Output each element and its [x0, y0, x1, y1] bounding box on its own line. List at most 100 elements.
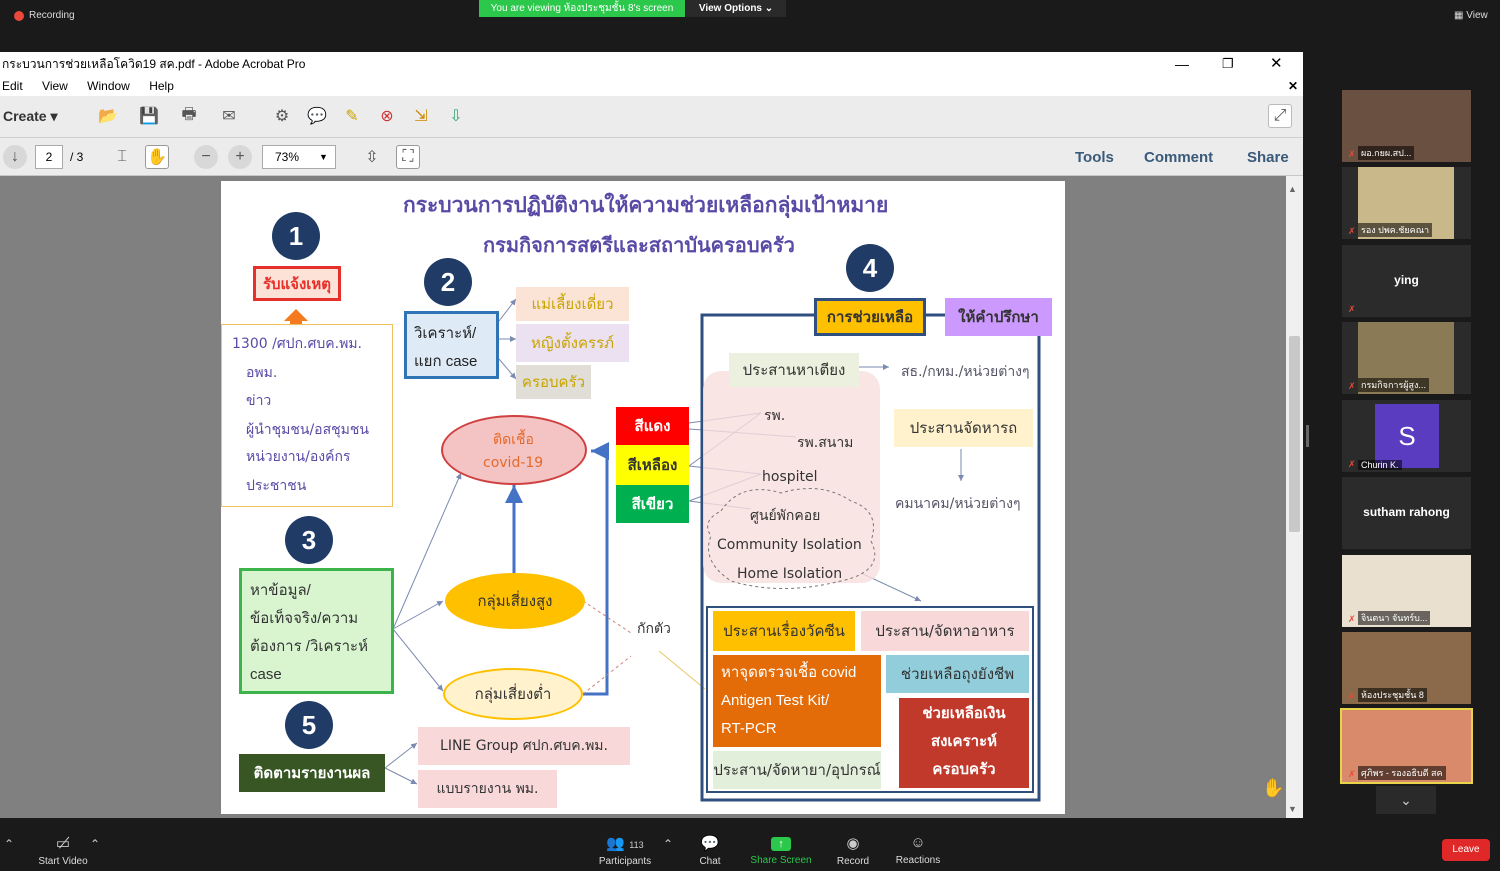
select-cursor-icon[interactable]: ⌶: [117, 148, 127, 165]
participants-caret-icon[interactable]: ⌃: [663, 837, 674, 851]
next-page-icon[interactable]: ↓: [3, 145, 27, 169]
vertical-scrollbar[interactable]: ▲ ▼: [1286, 176, 1303, 818]
page-number-input[interactable]: 2: [35, 145, 63, 169]
video-off-icon: ▭̸: [55, 835, 71, 852]
participants-label: Participants: [598, 856, 652, 867]
source-item: อพม.: [246, 365, 278, 381]
acrobat-window: กระบวนการช่วยเหลือโควิด19 สค.pdf - Adobe…: [0, 52, 1303, 818]
open-folder-icon[interactable]: 📂: [98, 108, 118, 125]
report-form-box: แบบรายงาน พม.: [418, 770, 557, 808]
tools-pane-button[interactable]: Tools: [1075, 149, 1114, 166]
muted-mic-icon: ✗: [1348, 614, 1356, 624]
zoom-in-icon[interactable]: +: [228, 145, 252, 169]
minimize-icon[interactable]: —: [1175, 56, 1189, 72]
hospitel-label: hospitel: [762, 469, 818, 485]
home-isolation-label: Home Isolation: [737, 566, 843, 582]
cash-line: ช่วยเหลือเงิน: [922, 705, 1006, 722]
group-pregnant: หญิงตั้งครรภ์: [516, 324, 629, 362]
reactions-button[interactable]: ☺ Reactions: [883, 834, 953, 866]
navigation-toolbar: ↓ 2 / 3 ⌶ ✋ − + 73%▼ ⇳ ⛶ Tools Comment S…: [0, 138, 1303, 176]
share-screen-icon: ↑: [746, 834, 816, 851]
close-icon[interactable]: ✕: [1270, 55, 1283, 72]
advise-box: ให้คำปรึกษา: [945, 298, 1052, 336]
participant-name: จินตนา จันทร์บ...: [1358, 611, 1431, 625]
record-button[interactable]: ◉ Record: [818, 834, 888, 867]
menu-bar: Edit View Window Help ✕: [0, 76, 1303, 96]
window-title-bar: กระบวนการช่วยเหลือโควิด19 สค.pdf - Adobe…: [0, 52, 1303, 76]
group-family: ครอบครัว: [516, 365, 591, 399]
extract-icon[interactable]: ⇩: [449, 108, 463, 125]
participant-name: ห้องประชุมชั้น 8: [1358, 688, 1427, 702]
muted-mic-icon: ✗: [1348, 769, 1356, 779]
chat-label: Chat: [699, 856, 721, 867]
green-level-box: สีเขียว: [616, 485, 689, 523]
participant-tile[interactable]: รอง ปพค.ชัยคณา✗: [1342, 167, 1471, 239]
gallery-chevron-down-icon[interactable]: ⌄: [1376, 786, 1436, 814]
fullscreen-icon[interactable]: ⤢: [1268, 104, 1292, 128]
view-button[interactable]: ▦ View: [1454, 10, 1488, 21]
participant-name: ผอ.กยผ.สป...: [1358, 146, 1415, 160]
chat-button[interactable]: 💬 Chat: [675, 834, 745, 867]
scrollbar-thumb[interactable]: [1289, 336, 1300, 532]
participant-tile[interactable]: ying✗: [1342, 245, 1471, 317]
comment-bubble-icon[interactable]: 💬: [307, 108, 327, 125]
email-icon[interactable]: ✉: [222, 108, 236, 125]
menu-edit[interactable]: Edit: [2, 79, 23, 93]
participant-name: กรมกิจการผู้สูง...: [1358, 378, 1429, 392]
find-info-line: ต้องการ /วิเคราะห์: [250, 638, 368, 655]
reactions-label: Reactions: [895, 855, 941, 866]
cash-line: สงเคราะห์: [930, 733, 998, 750]
participants-button[interactable]: 👥 113 Participants: [590, 834, 660, 867]
slide-subtitle: กรมกิจการสตรีและสถาบันครอบครัว: [483, 233, 795, 257]
participant-name: ying: [1394, 273, 1419, 287]
share-pane-button[interactable]: Share: [1247, 149, 1289, 166]
meeting-top-bar: Recording You are viewing ห้องประชุมชั้น…: [0, 0, 1500, 52]
scroll-up-icon[interactable]: ▲: [1288, 184, 1297, 194]
close-doc-icon[interactable]: ✕: [1288, 79, 1299, 93]
document-area[interactable]: กระบวนการปฏิบัติงานให้ความช่วยเหลือกลุ่ม…: [0, 176, 1303, 818]
zoom-out-icon[interactable]: −: [194, 145, 218, 169]
restore-icon[interactable]: ❐: [1222, 56, 1234, 71]
recording-indicator[interactable]: Recording: [14, 10, 75, 21]
participant-tile[interactable]: ห้องประชุมชั้น 8✗: [1342, 632, 1471, 704]
participant-tile[interactable]: จินตนา จันทร์บ...✗: [1342, 555, 1471, 627]
print-icon[interactable]: 🖶: [181, 105, 197, 123]
find-info-box: หาข้อมูล/ ข้อเท็จจริง/ความ ต้องการ /วิเค…: [239, 568, 394, 694]
leave-button[interactable]: Leave: [1442, 839, 1490, 861]
view-options-button[interactable]: View Options ⌄: [686, 0, 786, 17]
participant-tile[interactable]: ผอ.กยผ.สป...✗: [1342, 90, 1471, 162]
hand-tool-icon[interactable]: ✋: [145, 145, 169, 169]
menu-view[interactable]: View: [42, 79, 68, 93]
mute-caret-icon[interactable]: ⌃: [4, 837, 15, 851]
participant-tile[interactable]: กรมกิจการผู้สูง...✗: [1342, 322, 1471, 394]
video-caret-icon[interactable]: ⌃: [90, 837, 101, 851]
scroll-down-icon[interactable]: ▼: [1288, 804, 1297, 814]
muted-mic-icon: ✗: [1348, 459, 1356, 469]
participant-avatar: S: [1375, 404, 1439, 468]
muted-mic-icon: ✗: [1348, 149, 1356, 159]
start-video-button[interactable]: ▭̸ Start Video: [28, 834, 98, 867]
settings-gear-icon[interactable]: ⚙: [274, 108, 290, 125]
menu-window[interactable]: Window: [87, 79, 130, 93]
save-icon[interactable]: 💾: [139, 108, 159, 125]
participant-tile[interactable]: sutham rahong: [1342, 477, 1471, 549]
infected-label: ติดเชื้อ: [493, 432, 534, 448]
zoom-level-select[interactable]: 73%▼: [262, 145, 336, 169]
participant-tile[interactable]: ศุภิพร - รองอธิบดี สค✗: [1340, 708, 1473, 784]
comment-pane-button[interactable]: Comment: [1144, 149, 1214, 166]
create-menu-button[interactable]: Create ▾: [3, 108, 58, 124]
hospital-label: รพ.: [764, 408, 786, 424]
export-icon[interactable]: ⇲: [414, 108, 428, 125]
receive-report-box: รับแจ้งเหตุ: [253, 266, 341, 301]
fit-page-icon[interactable]: ⛶: [396, 145, 420, 169]
share-screen-label: Share Screen: [750, 855, 812, 866]
participants-count: 113: [629, 840, 644, 850]
highlight-icon[interactable]: ✎: [345, 108, 359, 125]
share-screen-button[interactable]: ↑ Share Screen: [746, 834, 816, 866]
quarantine-label: กักตัว: [637, 621, 671, 637]
splitter-handle[interactable]: [1306, 425, 1309, 447]
fit-width-icon[interactable]: ⇳: [365, 149, 379, 166]
menu-help[interactable]: Help: [149, 79, 174, 93]
delete-page-icon[interactable]: ⊗: [380, 108, 394, 125]
